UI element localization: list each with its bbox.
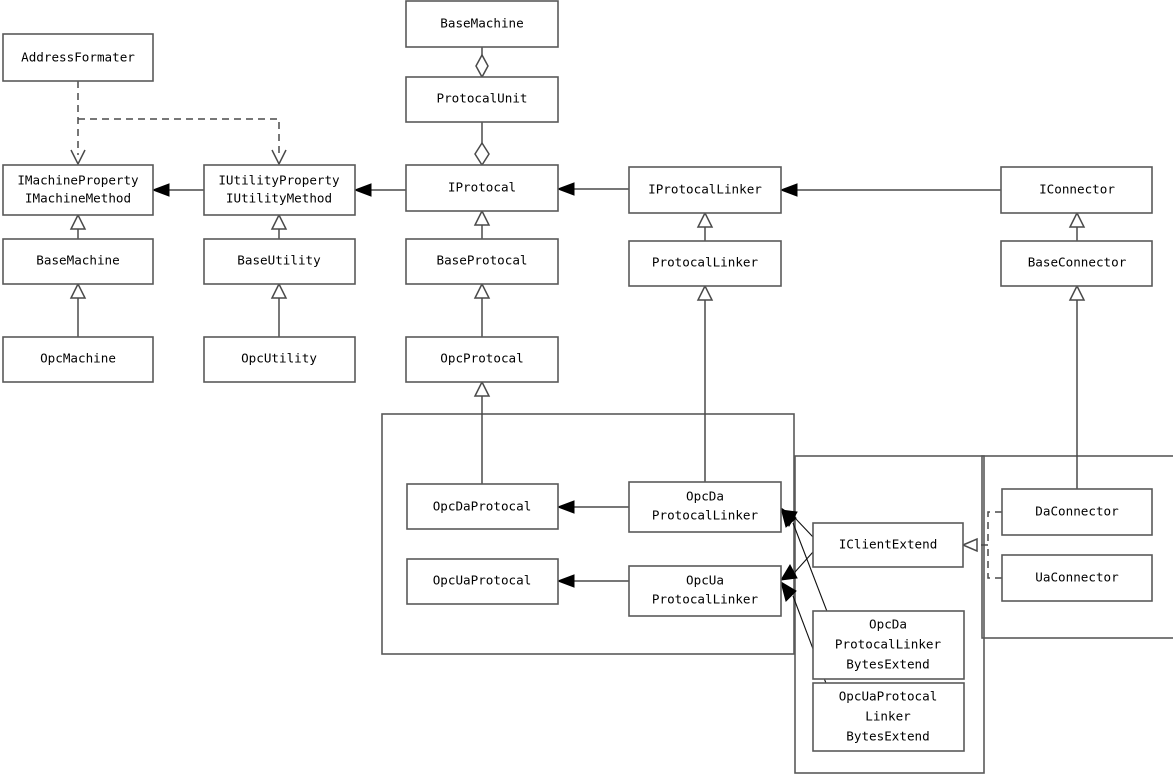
class-label-opcuaprotocallinker-line2: ProtocalLinker: [652, 592, 759, 607]
class-box-opcuaprotocallinkerbytesextend[interactable]: OpcUaProtocal Linker BytesExtend: [812, 682, 965, 752]
class-box-opcmachine[interactable]: OpcMachine: [2, 336, 154, 383]
class-box-iprotocallinker[interactable]: IProtocalLinker: [628, 166, 782, 214]
edge-addressformater-imachineproperty: [70, 81, 86, 166]
class-label-opcuabytes-line1: OpcUaProtocal: [839, 689, 938, 704]
class-label-protocallinker: ProtocalLinker: [652, 255, 759, 270]
class-label-baseutility: BaseUtility: [237, 253, 321, 268]
class-label-basemachine: BaseMachine: [36, 253, 119, 268]
class-label-uaconnector: UaConnector: [1035, 570, 1119, 585]
class-label-baseconnector: BaseConnector: [1028, 255, 1127, 270]
edge-baseutility-iutilityproperty: [270, 213, 288, 239]
class-label-opcdabytes-line3: BytesExtend: [846, 657, 929, 672]
class-box-addressformater[interactable]: AddressFormater: [2, 33, 154, 82]
edge-basemachine-protocalunit: [475, 47, 489, 79]
class-label-baseprotocal: BaseProtocal: [437, 253, 528, 268]
package-boxes: [381, 413, 1173, 774]
edge-opcdaprotocal-opcprotocal: [473, 380, 491, 484]
class-box-basemachine[interactable]: BaseMachine: [2, 238, 154, 285]
class-label-iconnector: IConnector: [1039, 182, 1115, 197]
class-box-baseconnector[interactable]: BaseConnector: [1000, 240, 1153, 287]
edge-opcdalinker-protocallinker: [696, 284, 714, 482]
edge-iutility-imachine: [151, 183, 204, 197]
class-label-iprotocallinker: IProtocalLinker: [648, 182, 762, 197]
class-label-opcdaprotocallinker-line1: OpcDa: [686, 489, 724, 504]
edge-opcutility-baseutility: [270, 282, 288, 337]
class-box-protocalunit[interactable]: ProtocalUnit: [405, 76, 559, 123]
class-box-opcuaprotocal[interactable]: OpcUaProtocal: [406, 558, 559, 605]
class-label-iclientextend: IClientExtend: [839, 537, 938, 552]
class-box-iprotocal[interactable]: IProtocal: [405, 164, 559, 212]
class-box-imachineproperty[interactable]: IMachineProperty IMachineMethod: [2, 164, 154, 216]
class-label-imachineproperty-line2: IMachineMethod: [25, 191, 131, 206]
class-box-daconnector[interactable]: DaConnector: [1001, 488, 1153, 536]
class-label-daconnector: DaConnector: [1035, 504, 1119, 519]
class-label-opcdabytes-line2: ProtocalLinker: [835, 637, 942, 652]
package-opc-protocal-group: [381, 413, 795, 655]
edge-opcualinker-opcuaprotocal: [556, 574, 629, 588]
class-label-addressformater: AddressFormater: [21, 50, 135, 65]
package-connector-group: [981, 455, 1173, 639]
class-label-opcuabytes-line3: BytesExtend: [846, 729, 929, 744]
class-box-baseprotocal[interactable]: BaseProtocal: [405, 238, 559, 285]
edge-opcmachine-basemachine: [69, 282, 87, 337]
class-label-opcuaprotocallinker-line1: OpcUa: [686, 573, 724, 588]
class-label-iprotocal: IProtocal: [448, 180, 516, 195]
class-box-basemachine-top[interactable]: BaseMachine: [405, 0, 559, 48]
edge-basemachine-imachineproperty: [69, 213, 87, 239]
class-box-opcdaprotocal[interactable]: OpcDaProtocal: [406, 483, 559, 530]
class-label-opcprotocal: OpcProtocal: [440, 351, 523, 366]
class-label-imachineproperty-line1: IMachineProperty: [17, 173, 139, 188]
edge-iprotocallinker-iprotocal: [556, 182, 629, 196]
class-label-opcuaprotocal: OpcUaProtocal: [433, 573, 532, 588]
class-label-opcmachine: OpcMachine: [40, 351, 116, 366]
edge-baseconnector-iconnector: [1068, 211, 1086, 241]
edge-iprotocal-iutility: [353, 183, 406, 197]
class-box-uaconnector[interactable]: UaConnector: [1001, 554, 1153, 602]
class-box-opcdaprotocallinker[interactable]: OpcDa ProtocalLinker: [628, 481, 782, 533]
edge-iclientextend-opcualinker: [780, 551, 814, 581]
class-box-iclientextend[interactable]: IClientExtend: [812, 522, 964, 568]
class-box-opcutility[interactable]: OpcUtility: [203, 336, 356, 383]
class-box-iconnector[interactable]: IConnector: [1000, 166, 1153, 214]
class-label-opcdaprotocallinker-line2: ProtocalLinker: [652, 508, 759, 523]
package-extend-group: [794, 455, 985, 774]
class-label-opcdabytes-line1: OpcDa: [869, 617, 907, 632]
class-box-opcdaprotocallinkerbytesextend[interactable]: OpcDa ProtocalLinker BytesExtend: [812, 610, 965, 680]
class-label-iutilityproperty-line2: IUtilityMethod: [226, 191, 332, 206]
edge-addressformater-iutilityproperty: [78, 118, 287, 166]
class-label-basemachine-top: BaseMachine: [440, 16, 523, 31]
class-box-opcprotocal[interactable]: OpcProtocal: [405, 336, 559, 383]
class-box-baseutility[interactable]: BaseUtility: [203, 238, 356, 285]
edge-connectors-iclientextend: [961, 511, 1002, 579]
class-box-opcuaprotocallinker[interactable]: OpcUa ProtocalLinker: [628, 565, 782, 617]
edge-protocallinker-iprotocallinker: [696, 211, 714, 241]
edge-opcdalinker-opcdaprotocal: [556, 500, 629, 514]
class-label-iutilityproperty-line1: IUtilityProperty: [218, 173, 340, 188]
edge-baseprotocal-iprotocal: [473, 209, 491, 239]
edges-layer: [69, 47, 1086, 716]
class-boxes-layer: AddressFormater BaseMachine ProtocalUnit…: [2, 0, 1153, 752]
class-label-opcutility: OpcUtility: [241, 351, 317, 366]
class-label-opcuabytes-line2: Linker: [865, 709, 911, 724]
class-label-opcdaprotocal: OpcDaProtocal: [433, 499, 532, 514]
edge-iconnector-iprotocallinker: [779, 183, 1001, 197]
class-label-protocalunit: ProtocalUnit: [437, 91, 528, 106]
class-box-protocallinker[interactable]: ProtocalLinker: [628, 240, 782, 287]
edge-daconnector-baseconnector: [1068, 284, 1086, 489]
edge-opcprotocal-baseprotocal: [473, 282, 491, 337]
edge-protocalunit-iprotocal: [474, 122, 490, 167]
class-box-iutilityproperty[interactable]: IUtilityProperty IUtilityMethod: [203, 164, 356, 216]
